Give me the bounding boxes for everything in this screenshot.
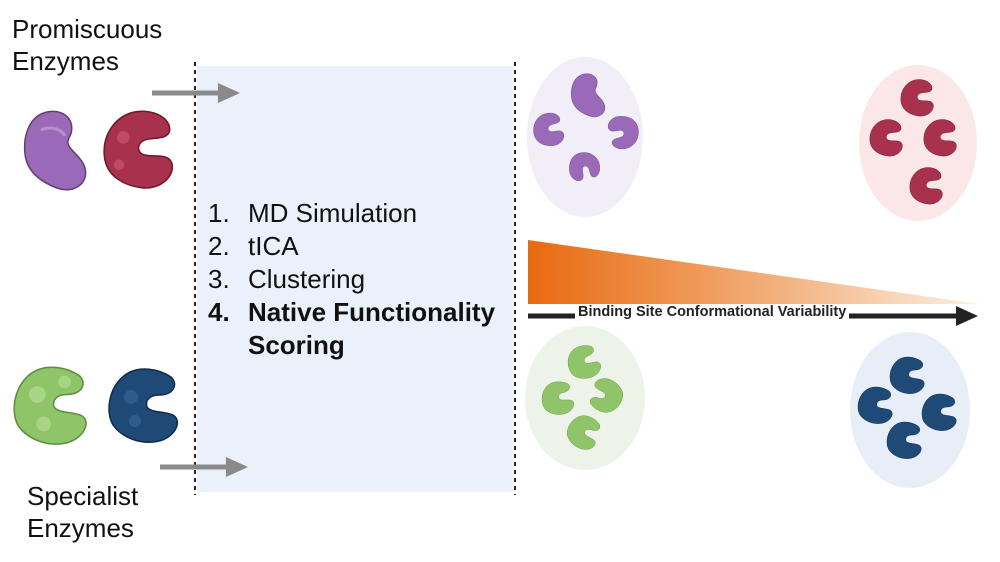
green-enzyme-icon — [13, 366, 87, 445]
specialist-input-arrow — [160, 457, 248, 477]
navy-ensemble-bubble — [850, 332, 970, 488]
crimson-enzyme-icon — [103, 110, 174, 189]
promiscuous-input-arrow — [152, 83, 240, 103]
step-md-simulation: 1. MD Simulation — [208, 197, 518, 230]
step-text: Native Functionality Scoring — [248, 297, 496, 360]
specialist-enzymes-label: Specialist Enzymes — [27, 481, 139, 543]
navy-enzyme-icon — [108, 368, 179, 443]
step-clustering: 3. Clustering — [208, 263, 518, 296]
step-text: Clustering — [248, 264, 366, 294]
step-number: 3. — [208, 264, 230, 294]
purple-enzyme-icon — [23, 110, 87, 191]
step-text: MD Simulation — [248, 198, 418, 228]
step-text: tICA — [248, 231, 299, 261]
crimson-ensemble-bubble — [859, 65, 977, 221]
promiscuous-enzymes-label: Promiscuous Enzymes — [12, 14, 163, 76]
step-number: 2. — [208, 231, 230, 261]
purple-ensemble-bubble — [527, 57, 643, 217]
green-ensemble-bubble — [525, 326, 645, 470]
variability-gradient-wedge — [528, 240, 980, 304]
method-steps-list: 1. MD Simulation 2. tICA 3. Clustering 4… — [208, 197, 518, 362]
step-number: 1. — [208, 198, 230, 228]
method-panel — [197, 66, 513, 492]
step-tica: 2. tICA — [208, 230, 518, 263]
variability-axis-label: Binding Site Conformational Variability — [575, 304, 850, 320]
step-native-functionality-scoring: 4. Native Functionality Scoring — [208, 296, 518, 362]
step-number: 4. — [208, 297, 230, 327]
